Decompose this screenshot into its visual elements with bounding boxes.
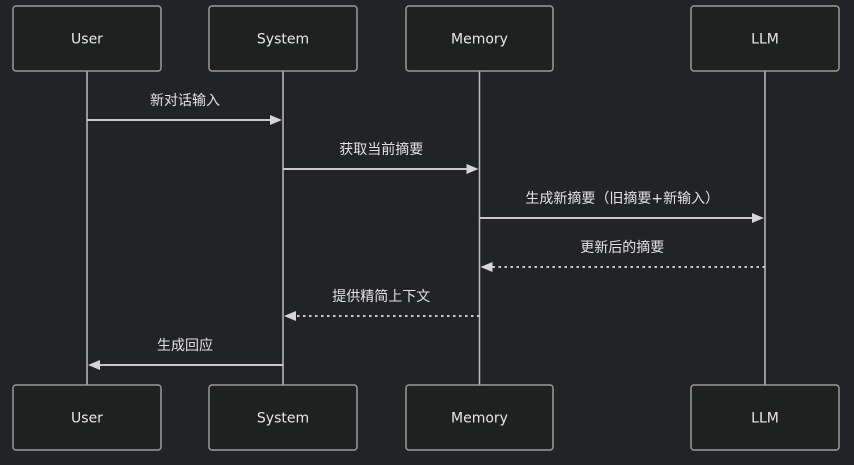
participant-box[interactable] bbox=[12, 5, 162, 72]
message-label: 更新后的摘要 bbox=[580, 239, 664, 256]
participant-label: LLM bbox=[751, 32, 779, 48]
participant-label: System bbox=[257, 411, 309, 427]
message-label: 提供精简上下文 bbox=[332, 288, 430, 305]
arrowhead-icon bbox=[88, 360, 100, 370]
message-label: 生成新摘要（旧摘要+新输入） bbox=[525, 190, 719, 207]
participant-memory-bottom[interactable]: Memory bbox=[405, 384, 554, 451]
participant-label: User bbox=[71, 411, 103, 427]
participant-memory-top[interactable]: Memory bbox=[405, 5, 554, 72]
participant-llm-bottom[interactable]: LLM bbox=[690, 384, 840, 451]
participant-system-bottom[interactable]: System bbox=[208, 384, 358, 451]
participant-label: LLM bbox=[751, 411, 779, 427]
message-2: 获取当前摘要 bbox=[283, 141, 479, 174]
participant-llm-top[interactable]: LLM bbox=[690, 5, 840, 72]
message-5: 提供精简上下文 bbox=[284, 288, 480, 321]
message-4: 更新后的摘要 bbox=[480, 239, 765, 272]
participant-box[interactable] bbox=[405, 5, 554, 72]
participant-box[interactable] bbox=[12, 384, 162, 451]
participant-box[interactable] bbox=[208, 384, 358, 451]
participant-label: Memory bbox=[451, 32, 508, 48]
arrowhead-icon bbox=[466, 164, 479, 174]
participant-box[interactable] bbox=[208, 5, 358, 72]
participant-box[interactable] bbox=[405, 384, 554, 451]
arrowhead-icon bbox=[480, 262, 493, 272]
participant-label: User bbox=[71, 32, 103, 48]
message-label: 生成回应 bbox=[157, 337, 213, 354]
arrowhead-icon bbox=[752, 213, 764, 223]
message-1: 新对话输入 bbox=[87, 93, 282, 125]
participant-user-bottom[interactable]: User bbox=[12, 384, 162, 451]
arrowhead-icon bbox=[270, 115, 282, 125]
arrowhead-icon bbox=[284, 311, 296, 321]
message-label: 新对话输入 bbox=[150, 93, 220, 109]
message-label: 获取当前摘要 bbox=[339, 141, 423, 158]
message-6: 生成回应 bbox=[88, 337, 283, 370]
participant-system-top[interactable]: System bbox=[208, 5, 358, 72]
participant-user-top[interactable]: User bbox=[12, 5, 162, 72]
message-3: 生成新摘要（旧摘要+新输入） bbox=[479, 190, 764, 223]
participant-box[interactable] bbox=[690, 5, 840, 72]
participant-box[interactable] bbox=[690, 384, 840, 451]
participant-label: Memory bbox=[451, 411, 508, 427]
participant-label: System bbox=[257, 32, 309, 48]
